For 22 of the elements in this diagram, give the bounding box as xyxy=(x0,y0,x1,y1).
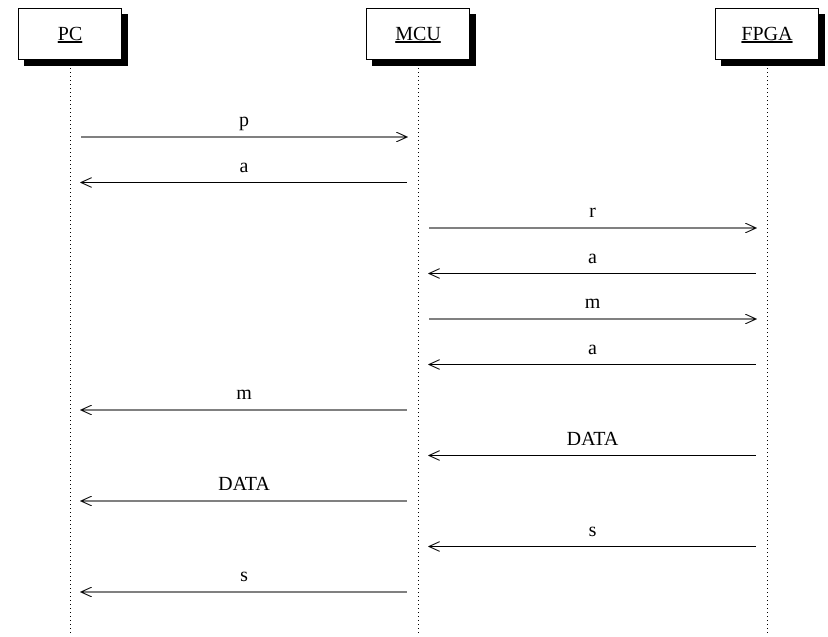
message-label: s xyxy=(588,518,596,540)
message-arrow xyxy=(428,222,756,234)
message-arrow xyxy=(80,177,408,188)
message-arrow xyxy=(428,314,756,324)
message-arrow xyxy=(428,541,756,552)
message-arrow xyxy=(428,268,756,279)
message-arrow xyxy=(80,496,408,506)
message-arrow xyxy=(80,586,408,598)
message-label: DATA xyxy=(566,428,618,450)
message-label: a xyxy=(588,246,597,268)
message-arrow xyxy=(428,450,756,461)
message-label: a xyxy=(588,336,597,358)
message-label: m xyxy=(584,291,600,313)
message-arrow xyxy=(80,132,408,142)
message-label: r xyxy=(589,200,596,222)
message-label: s xyxy=(240,564,248,586)
message-arrow xyxy=(428,359,756,370)
message-label: p xyxy=(239,109,249,131)
message-label: m xyxy=(236,382,252,404)
message-label: DATA xyxy=(218,473,270,495)
message-label: a xyxy=(240,154,248,176)
message-arrow xyxy=(80,404,408,416)
